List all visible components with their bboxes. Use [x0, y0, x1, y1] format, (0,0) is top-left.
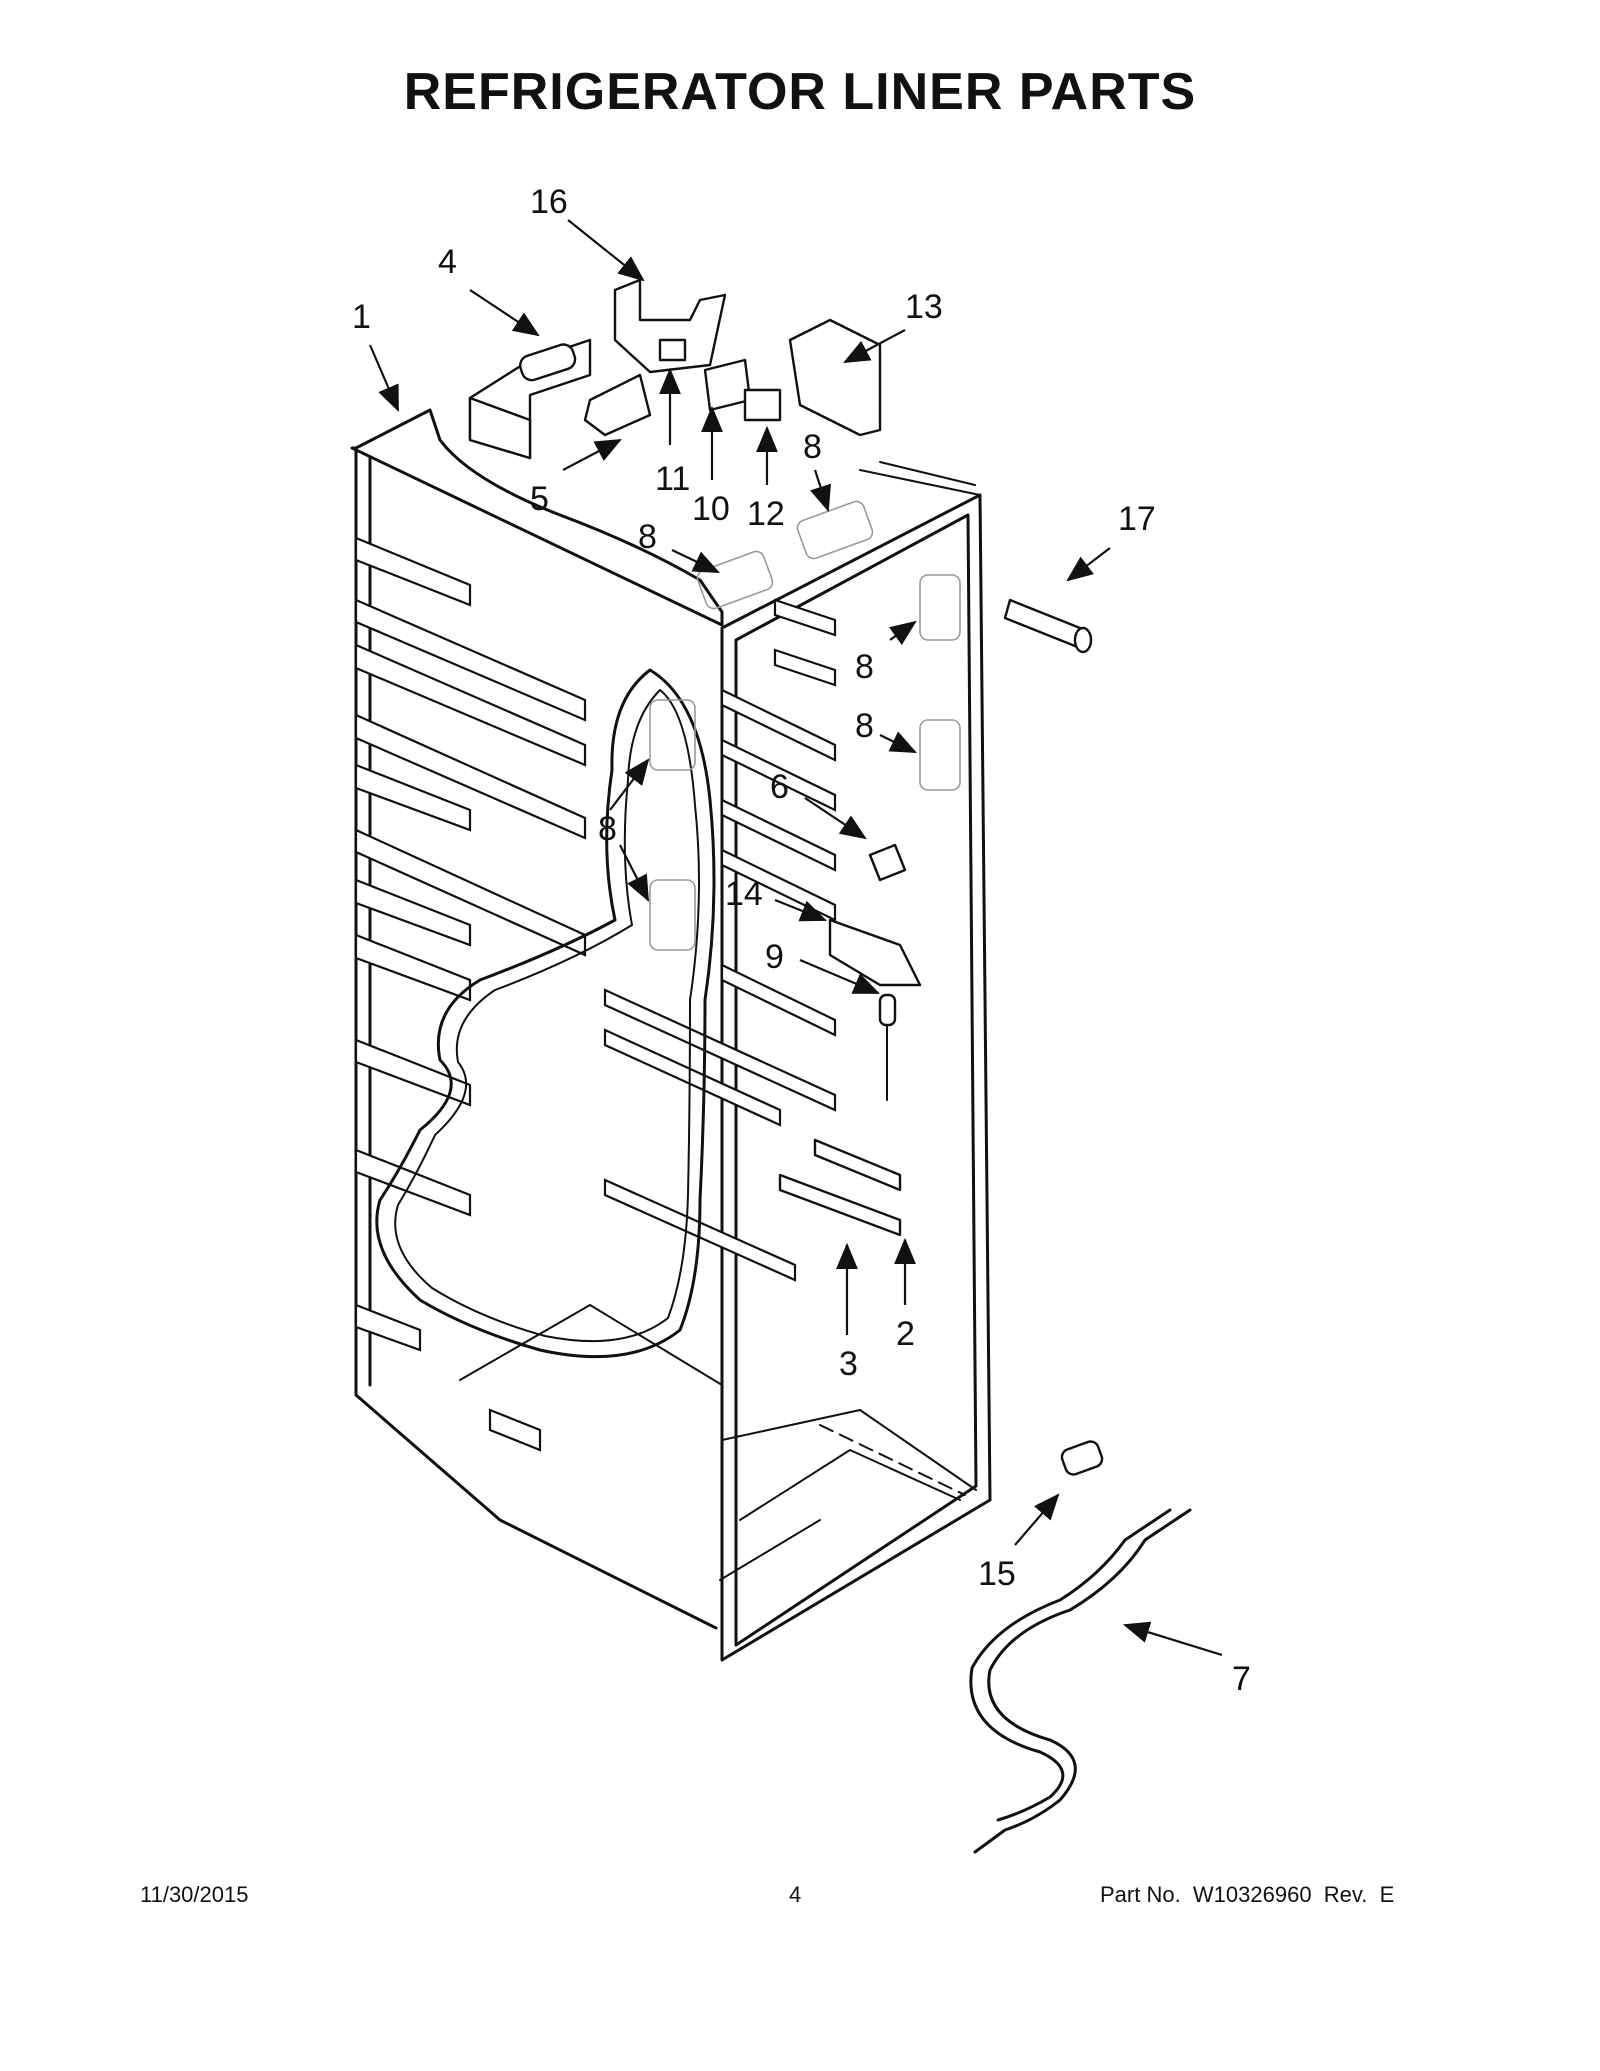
part-11: [658, 338, 687, 362]
callout-13: 13: [905, 288, 943, 326]
part-17-filter: [1003, 598, 1093, 654]
part-2: [813, 1138, 902, 1192]
callout-8-right-a: 8: [855, 648, 874, 686]
callout-16: 16: [530, 183, 568, 221]
part-9: [878, 993, 897, 1101]
callout-8-right-b: 8: [855, 707, 874, 745]
callout-7: 7: [1232, 1660, 1251, 1698]
callout-2: 2: [896, 1315, 915, 1353]
footer-page-number: 4: [789, 1882, 802, 1907]
part-7-water-line: [973, 1508, 1192, 1854]
part-6: [868, 843, 907, 882]
part-8-right-b: [919, 719, 961, 791]
part-8-top-a: [696, 550, 774, 610]
callout-labels: 1 2 3 4 5 6 7 8 8 8 8 8 9 10 11 12 13 14…: [352, 183, 1251, 1698]
refrigerator-liner: [350, 408, 992, 1662]
part-13: [788, 318, 882, 437]
part-8-cut-a: [649, 699, 696, 771]
callout-1: 1: [352, 298, 371, 336]
callout-15: 15: [978, 1555, 1016, 1593]
part-16-duct: [613, 278, 727, 374]
callout-10: 10: [692, 490, 730, 528]
part-8-right-a: [919, 574, 961, 641]
callout-arrows: [368, 219, 1223, 1657]
callout-8-top-a: 8: [638, 518, 657, 556]
callout-8-cut: 8: [598, 810, 617, 848]
callout-9: 9: [765, 938, 784, 976]
part-10: [703, 358, 752, 412]
callout-17: 17: [1118, 500, 1156, 538]
part-8-top-b: [796, 500, 874, 560]
part-15: [1060, 1440, 1104, 1476]
callout-6: 6: [770, 768, 789, 806]
cutaway-outline: [375, 668, 716, 1359]
part-5: [583, 373, 652, 437]
page-title: REFRIGERATOR LINER PARTS: [403, 63, 1197, 121]
footer-date: 11/30/2015: [140, 1882, 249, 1907]
callout-12: 12: [747, 495, 785, 533]
footer-part-number: Part No. W10326960 Rev. E: [1100, 1882, 1395, 1907]
callout-11: 11: [655, 460, 690, 498]
callout-5: 5: [530, 480, 549, 518]
callout-3: 3: [839, 1345, 858, 1383]
part-8-cut-b: [649, 879, 696, 951]
callout-4: 4: [438, 243, 457, 281]
callout-8-top-b: 8: [803, 428, 822, 466]
part-3: [778, 1173, 902, 1237]
callout-14: 14: [725, 875, 763, 913]
part-14: [828, 918, 922, 987]
part-4-housing: [468, 338, 592, 460]
left-shelf-rails: [354, 536, 587, 1452]
part-12: [743, 388, 782, 422]
right-shelf-rails: [603, 598, 837, 1282]
